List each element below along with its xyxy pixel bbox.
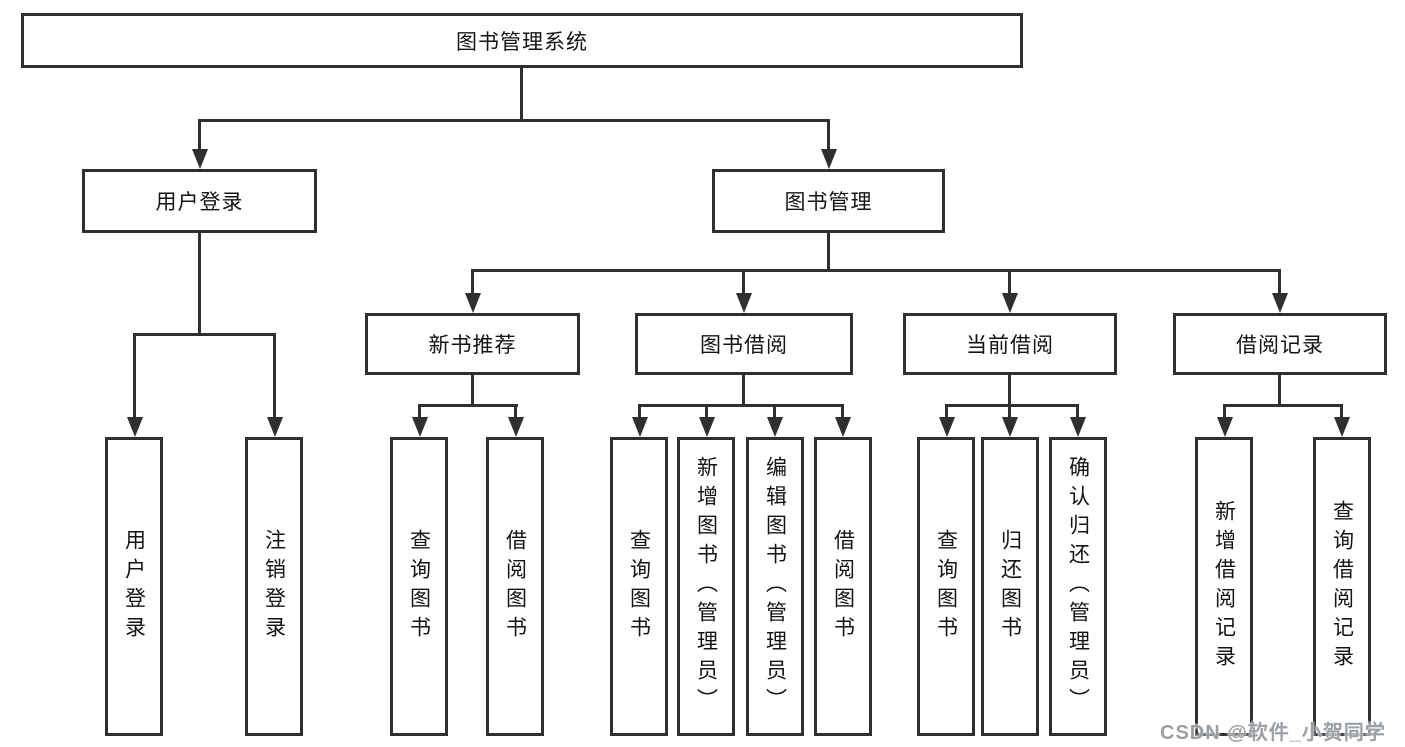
leaf-user-login: 用户登录 [105, 437, 163, 736]
connector [1278, 375, 1281, 406]
leaf-label: 借阅图书 [503, 528, 527, 645]
connector [471, 375, 474, 406]
arrowhead [821, 149, 837, 169]
connector [471, 269, 1281, 272]
arrowhead [1002, 417, 1018, 437]
connector [742, 269, 745, 295]
arrowhead [939, 417, 955, 437]
arrowhead [1002, 293, 1018, 313]
connector [773, 404, 776, 419]
leaf-label: 注销登录 [262, 528, 286, 645]
connector [841, 404, 844, 419]
node-current-borrow: 当前借阅 [903, 313, 1117, 375]
node-label: 图书管理系统 [456, 30, 588, 54]
leaf-query-borrow-record: 查询借阅记录 [1313, 437, 1371, 736]
connector [1340, 404, 1343, 419]
connector [1223, 404, 1343, 407]
connector [638, 404, 844, 407]
connector [520, 68, 523, 121]
connector [1008, 375, 1011, 406]
arrowhead [1217, 417, 1233, 437]
arrowhead [1070, 417, 1086, 437]
node-new-book-recommend: 新书推荐 [365, 313, 580, 375]
connector [418, 404, 518, 407]
arrowhead [767, 417, 783, 437]
leaf-add-books-admin: 新增图书（管理员） [677, 437, 735, 736]
leaf-borrow-books: 借阅图书 [814, 437, 872, 736]
connector [514, 404, 517, 419]
leaf-query-books-borrow: 查询图书 [610, 437, 668, 736]
arrowhead [267, 417, 283, 437]
connector [827, 233, 830, 271]
leaf-query-books-recommend: 查询图书 [390, 437, 448, 736]
node-library-system: 图书管理系统 [21, 13, 1023, 68]
leaf-label: 查询图书 [407, 528, 431, 645]
connector [198, 233, 201, 335]
node-label: 借阅记录 [1236, 334, 1324, 357]
connector [827, 119, 830, 151]
leaf-label: 确认归还（管理员） [1066, 456, 1090, 717]
arrowhead [1334, 417, 1350, 437]
leaf-label: 用户登录 [122, 528, 146, 645]
leaf-confirm-return-admin: 确认归还（管理员） [1049, 437, 1107, 736]
arrowhead [1272, 293, 1288, 313]
leaf-label: 新增图书（管理员） [694, 456, 718, 717]
leaf-return-books: 归还图书 [981, 437, 1039, 736]
node-book-management: 图书管理 [712, 169, 945, 233]
node-label: 图书管理 [784, 191, 873, 214]
connector [705, 404, 708, 419]
arrowhead [127, 417, 143, 437]
leaf-label: 编辑图书（管理员） [763, 456, 787, 717]
connector [945, 404, 948, 419]
node-borrow-records: 借阅记录 [1173, 313, 1387, 375]
node-book-borrow: 图书借阅 [635, 313, 853, 375]
leaf-borrow-books-recommend: 借阅图书 [486, 437, 544, 736]
arrowhead [736, 293, 752, 313]
connector [945, 404, 1079, 407]
connector [638, 404, 641, 419]
connector [1008, 269, 1011, 295]
leaf-label: 新增借阅记录 [1212, 499, 1236, 674]
leaf-label: 借阅图书 [831, 528, 855, 645]
node-label: 用户登录 [155, 191, 244, 214]
connector [1223, 404, 1226, 419]
connector [133, 333, 276, 336]
leaf-label: 查询借阅记录 [1330, 499, 1354, 674]
arrowhead [192, 149, 208, 169]
connector [1008, 404, 1011, 419]
arrowhead [412, 417, 428, 437]
node-label: 当前借阅 [966, 334, 1054, 357]
arrowhead [835, 417, 851, 437]
leaf-edit-books-admin: 编辑图书（管理员） [746, 437, 804, 736]
leaf-query-books-current: 查询图书 [917, 437, 975, 736]
connector [742, 375, 745, 406]
arrowhead [465, 293, 481, 313]
leaf-add-borrow-record: 新增借阅记录 [1195, 437, 1253, 736]
arrowhead [632, 417, 648, 437]
connector [133, 333, 136, 419]
connector [1076, 404, 1079, 419]
node-label: 图书借阅 [700, 334, 788, 357]
node-user-login: 用户登录 [82, 169, 317, 233]
connector [273, 333, 276, 419]
connector [198, 119, 830, 122]
leaf-label: 归还图书 [998, 528, 1022, 645]
leaf-label: 查询图书 [627, 528, 651, 645]
connector [471, 269, 474, 295]
connector [418, 404, 421, 419]
watermark: CSDN @软件_小贺同学 [1160, 722, 1386, 744]
leaf-logout: 注销登录 [245, 437, 303, 736]
arrowhead [699, 417, 715, 437]
node-label: 新书推荐 [428, 334, 517, 357]
connector [1278, 269, 1281, 295]
arrowhead [508, 417, 524, 437]
connector [198, 119, 201, 151]
leaf-label: 查询图书 [934, 528, 958, 645]
